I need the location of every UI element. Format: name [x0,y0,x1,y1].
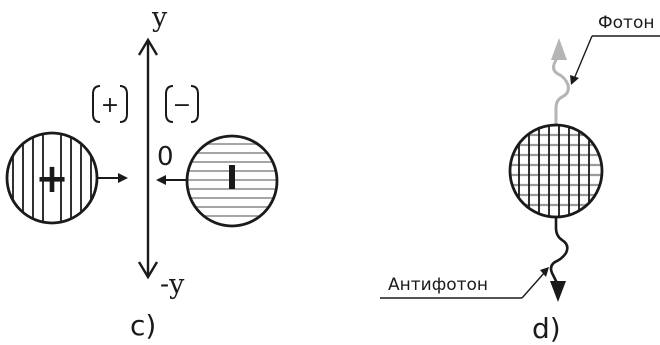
negative-region-tag: − [165,85,199,123]
photon-label: Фотон [598,13,654,33]
positive-tag: + [101,93,119,118]
photon-source-particle [508,123,604,219]
axis-bottom-label: -y [160,269,185,300]
positive-sign: + [35,156,69,202]
caption-d: d) [532,312,561,345]
positive-region-tag: + [92,85,128,123]
photon-arrowhead [551,38,567,60]
panel-d: Фотон [380,13,660,345]
origin-label: 0 [157,142,174,172]
antiphoton-arrowhead [550,281,566,302]
negative-tag: − [173,93,191,118]
axis-top-label: y [151,2,168,33]
antiphoton-ray [549,218,569,302]
right-force-arrow [156,175,186,185]
panel-c: y -y 0 + − + [5,2,279,342]
photon-ray [551,38,570,124]
negative-sign-mark [229,165,235,189]
positive-particle: + [5,131,99,225]
y-axis [137,37,159,280]
caption-c: c) [130,309,156,342]
antiphoton-label: Антифотон [388,275,488,295]
left-force-arrow [98,173,128,183]
negative-particle [185,134,279,228]
